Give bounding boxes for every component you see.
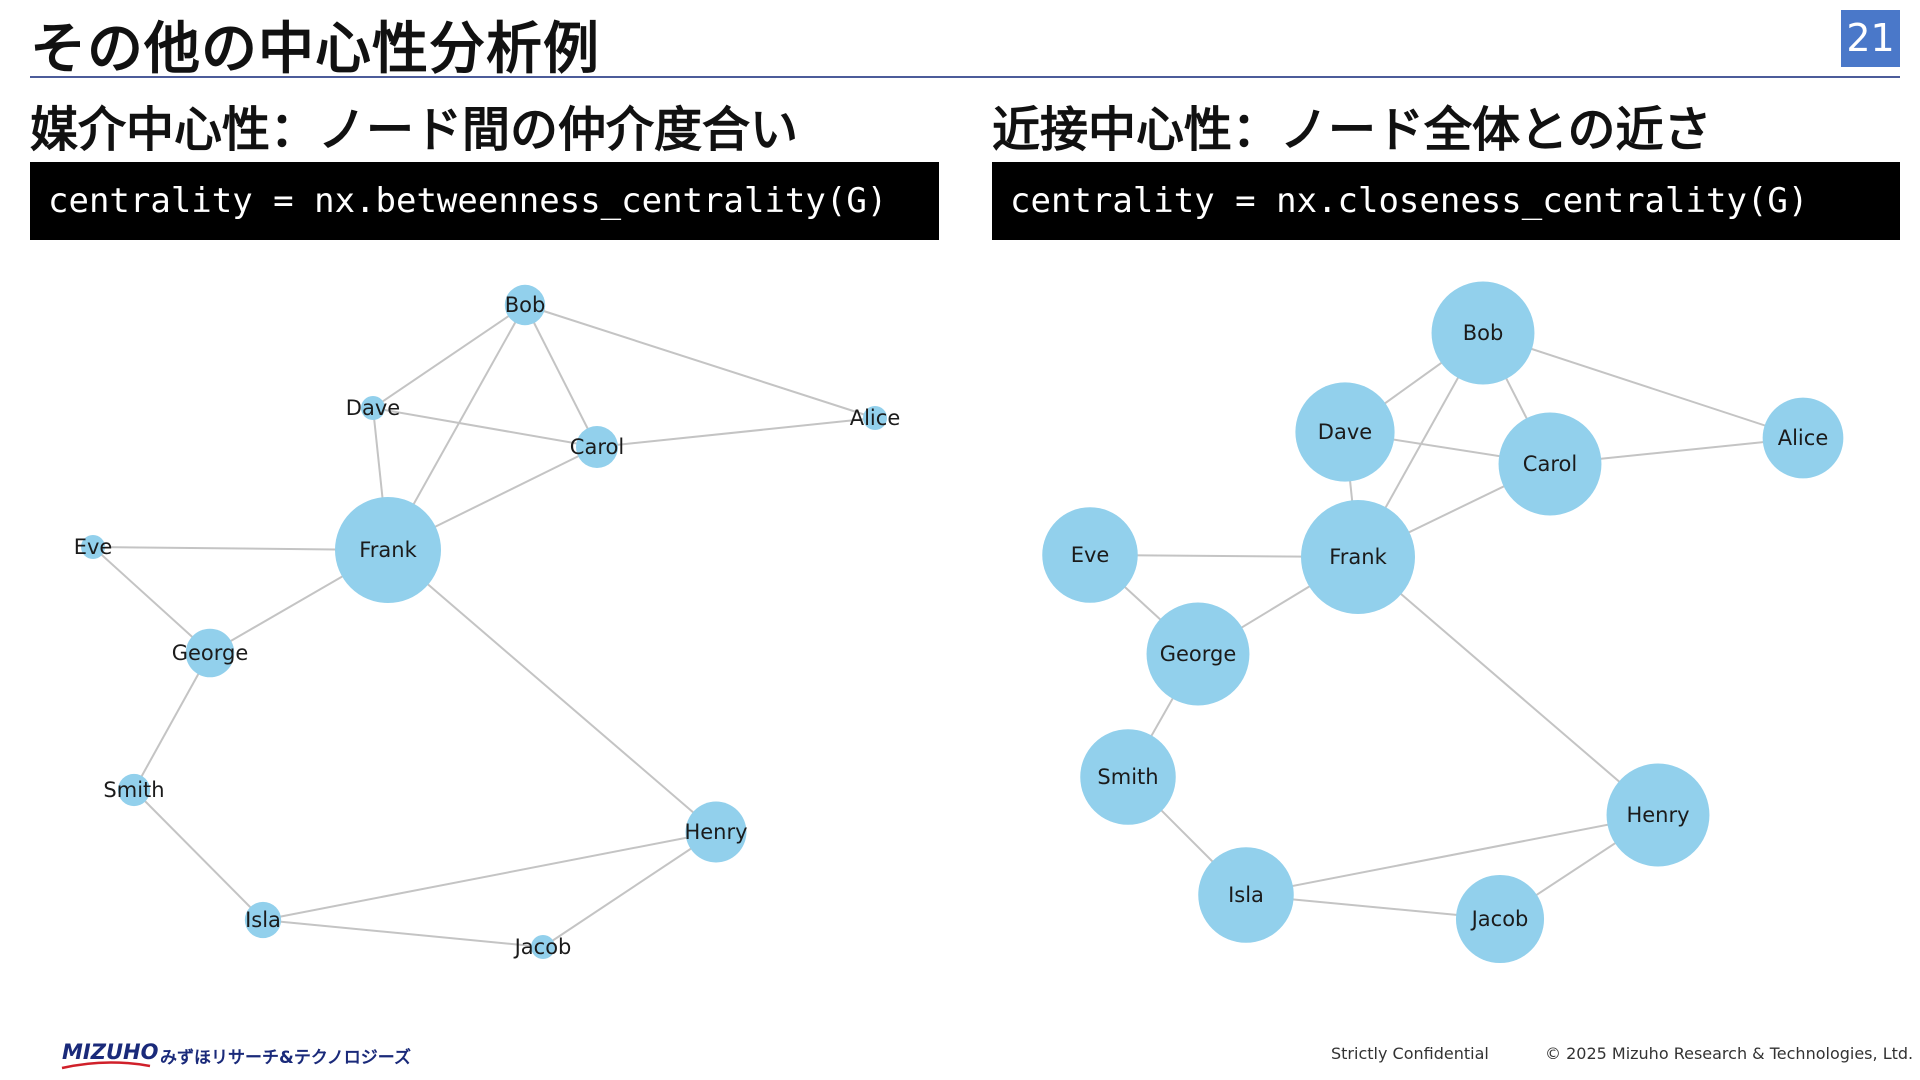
betweenness-code-block: centrality = nx.betweenness_centrality(G… (30, 162, 939, 240)
node-label-frank: Frank (1329, 545, 1387, 569)
slide-title: その他の中心性分析例 (30, 17, 600, 82)
node-label-smith: Smith (1097, 765, 1158, 789)
edge-jacob-henry (542, 831, 717, 948)
edge-isla-jacob (262, 919, 544, 948)
node-label-bob: Bob (1463, 321, 1504, 345)
node-george (1146, 602, 1250, 706)
closeness-code-block: centrality = nx.closeness_centrality(G) (992, 162, 1900, 240)
node-smith (117, 773, 151, 807)
logo-swoosh-icon (61, 1061, 151, 1070)
node-label-bob: Bob (505, 293, 546, 317)
node-label-smith: Smith (103, 778, 164, 802)
node-label-eve: Eve (74, 535, 113, 559)
node-frank (335, 497, 441, 603)
node-label-carol: Carol (570, 435, 624, 459)
edge-george-smith (133, 652, 211, 791)
edge-isla-henry (262, 831, 717, 921)
node-henry (685, 801, 747, 863)
node-label-george: George (172, 641, 249, 665)
node-frank (1301, 500, 1415, 614)
edge-smith-isla (133, 789, 264, 921)
node-isla (1198, 847, 1294, 943)
node-label-carol: Carol (1523, 452, 1577, 476)
node-label-alice: Alice (1778, 426, 1829, 450)
edge-dave-carol (372, 407, 598, 448)
node-bob (1431, 281, 1535, 385)
node-label-henry: Henry (1626, 803, 1689, 827)
node-label-jacob: Jacob (513, 935, 572, 959)
node-label-isla: Isla (245, 908, 281, 932)
edge-bob-alice (524, 304, 876, 419)
node-label-isla: Isla (1228, 883, 1264, 907)
node-dave (361, 396, 385, 420)
node-bob (504, 284, 546, 326)
node-label-dave: Dave (346, 396, 400, 420)
page-number: 21 (1841, 10, 1900, 67)
node-henry (1606, 763, 1710, 867)
node-carol (575, 425, 619, 469)
node-carol (1498, 412, 1602, 516)
node-eve (81, 535, 105, 559)
node-alice (863, 406, 887, 430)
node-label-george: George (1160, 642, 1237, 666)
node-label-eve: Eve (1071, 543, 1110, 567)
node-label-jacob: Jacob (1470, 907, 1529, 931)
edge-isla-henry (1245, 814, 1659, 896)
edge-eve-george (92, 546, 211, 654)
node-jacob (1455, 874, 1545, 964)
confidential-label: Strictly Confidential (1331, 1044, 1489, 1063)
edge-carol-alice (596, 417, 876, 448)
title-divider (30, 76, 1900, 78)
edge-bob-alice (1482, 332, 1804, 439)
node-label-alice: Alice (850, 406, 901, 430)
node-dave (1295, 382, 1395, 482)
node-eve (1042, 507, 1138, 603)
node-smith (1080, 729, 1176, 825)
closeness-heading: 近接中心性：ノード全体との近さ (992, 102, 1712, 158)
node-label-frank: Frank (359, 538, 417, 562)
edge-frank-henry (1357, 556, 1659, 816)
node-label-henry: Henry (684, 820, 747, 844)
edge-bob-dave (372, 304, 526, 409)
node-alice (1762, 397, 1844, 479)
edge-bob-carol (524, 304, 598, 448)
node-label-dave: Dave (1318, 420, 1372, 444)
mizuho-logo: MIZUHO (62, 1040, 159, 1064)
node-jacob (531, 935, 555, 959)
edge-frank-henry (387, 549, 717, 833)
betweenness-heading: 媒介中心性：ノード間の仲介度合い (30, 102, 799, 158)
node-george (185, 628, 235, 678)
node-isla (244, 901, 282, 939)
copyright-notice: © 2025 Mizuho Research & Technologies, L… (1545, 1044, 1914, 1063)
company-name: みずほリサーチ&テクノロジーズ (160, 1048, 411, 1068)
